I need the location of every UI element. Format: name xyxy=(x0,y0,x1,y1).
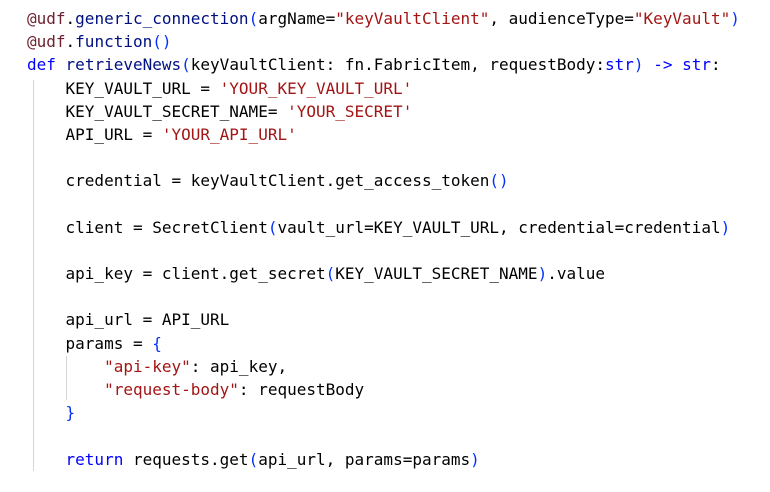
code-token-bracket: ( xyxy=(325,264,336,284)
code-token-string: 'YOUR_API_URL' xyxy=(161,124,297,144)
code-token-string: "request-body" xyxy=(104,380,239,399)
code-token-default xyxy=(56,55,66,74)
code-token-string: "api-key" xyxy=(104,356,191,376)
code-token-default: : xyxy=(711,55,721,75)
code-token-default: params = xyxy=(27,333,153,353)
code-token-default xyxy=(27,450,66,469)
code-token-default xyxy=(27,380,104,399)
code-token-default: KEY_VAULT_SECRET_NAME= xyxy=(27,101,288,121)
code-token-name: generic_connection xyxy=(75,9,249,28)
code-line: params = { xyxy=(27,332,770,355)
code-token-default xyxy=(27,357,104,376)
code-token-bracket: ( xyxy=(248,449,259,469)
code-line: KEY_VAULT_SECRET_NAME= 'YOUR_SECRET' xyxy=(27,100,770,123)
code-block: @udf.generic_connection(argName="keyVaul… xyxy=(27,7,770,471)
code-token-default: vault_url=KEY_VAULT_URL, credential=cred… xyxy=(277,217,721,237)
code-token-bracket: { xyxy=(152,333,162,353)
code-token-default: keyVaultClient: fn.FabricItem, requestBo… xyxy=(190,55,605,75)
code-token-bracket: ) xyxy=(537,264,548,284)
code-token-bracket: () xyxy=(152,32,172,52)
code-line xyxy=(27,193,770,216)
code-token-default: api_key = client.get_secret xyxy=(27,264,326,284)
code-token-bracket: } xyxy=(65,403,76,423)
code-token-bracket: ( xyxy=(267,217,278,237)
code-token-default: argName= xyxy=(258,9,336,28)
code-token-default: : requestBody xyxy=(238,380,365,399)
code-token-decorator: @udf xyxy=(27,32,66,52)
code-token-default xyxy=(27,403,66,422)
code-line: API_URL = 'YOUR_API_URL' xyxy=(27,123,770,146)
code-token-default: credential = keyVaultClient.get_access_t… xyxy=(27,171,490,191)
code-token-bracket: ) xyxy=(470,449,480,469)
code-token-keyword: def xyxy=(27,55,56,75)
code-token-keyword: -> xyxy=(653,55,673,75)
code-token-default: .value xyxy=(547,264,605,284)
code-token-default: requests.get xyxy=(123,449,249,469)
code-token-default: api_url, params=params xyxy=(258,449,471,469)
indent-guide xyxy=(66,356,67,400)
code-line: } xyxy=(27,401,770,424)
code-line: @udf.function() xyxy=(27,30,770,53)
code-token-name: retrieveNews xyxy=(65,55,182,75)
code-line xyxy=(27,146,770,169)
code-line: credential = keyVaultClient.get_access_t… xyxy=(27,169,770,192)
code-token-default: KEY_VAULT_URL = xyxy=(27,78,220,98)
code-token-string: "KeyVault" xyxy=(633,9,731,28)
code-token-keyword: str xyxy=(682,55,711,75)
code-line xyxy=(27,239,770,262)
code-token-default: . xyxy=(65,32,76,52)
code-token-default: , audienceType= xyxy=(489,9,634,28)
code-token-string: "keyVaultClient" xyxy=(335,9,490,28)
code-token-string: 'YOUR_SECRET' xyxy=(287,101,413,121)
code-line: api_url = API_URL xyxy=(27,308,770,331)
code-token-default: api_url = API_URL xyxy=(27,310,230,330)
code-token-bracket: ) xyxy=(720,217,731,237)
code-token-default: . xyxy=(65,9,76,28)
code-token-default xyxy=(672,55,682,74)
code-token-default: KEY_VAULT_SECRET_NAME xyxy=(335,264,538,284)
code-token-default xyxy=(644,55,654,74)
code-line: api_key = client.get_secret(KEY_VAULT_SE… xyxy=(27,262,770,285)
code-line: client = SecretClient(vault_url=KEY_VAUL… xyxy=(27,216,770,239)
code-token-bracket: () xyxy=(489,171,509,191)
code-token-keyword: return xyxy=(65,449,124,469)
code-line: "api-key": api_key, xyxy=(27,355,770,378)
code-line: KEY_VAULT_URL = 'YOUR_KEY_VAULT_URL' xyxy=(27,77,770,100)
code-token-default: client = SecretClient xyxy=(27,217,268,237)
code-line xyxy=(27,285,770,308)
code-line: def retrieveNews(keyVaultClient: fn.Fabr… xyxy=(27,53,770,76)
code-token-bracket: ) xyxy=(633,55,644,75)
indent-guide xyxy=(33,80,34,471)
code-token-keyword: str xyxy=(605,55,634,75)
code-token-bracket: ( xyxy=(181,55,191,75)
code-token-default: API_URL = xyxy=(27,124,162,144)
code-token-string: 'YOUR_KEY_VAULT_URL' xyxy=(219,78,413,98)
code-line: return requests.get(api_url, params=para… xyxy=(27,448,770,471)
code-token-bracket: ( xyxy=(248,9,259,28)
code-line: "request-body": requestBody xyxy=(27,378,770,401)
code-token-default: : api_key, xyxy=(190,356,288,376)
code-line xyxy=(27,424,770,447)
code-token-decorator: @udf xyxy=(27,9,66,28)
code-token-bracket: ) xyxy=(730,9,740,28)
code-line: @udf.generic_connection(argName="keyVaul… xyxy=(27,7,770,30)
code-token-name: function xyxy=(75,32,153,52)
